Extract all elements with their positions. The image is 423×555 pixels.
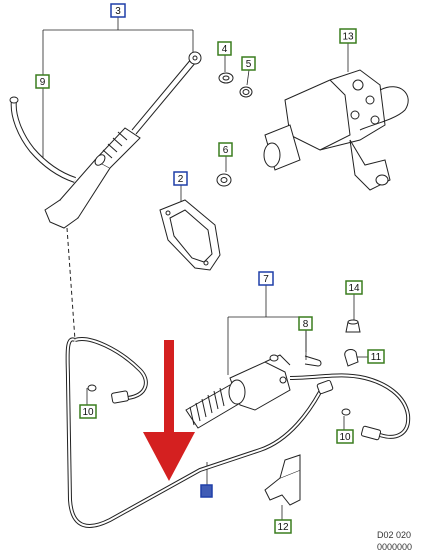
- hose-part-9: [9, 96, 77, 183]
- callout-3: 3: [110, 3, 126, 18]
- callout-10a-text: 10: [82, 407, 94, 418]
- pipe-fittings: [87, 379, 382, 441]
- callout-12: 12: [274, 519, 292, 534]
- clip-part-8: [304, 355, 322, 367]
- callout-7: 7: [258, 271, 274, 286]
- connection-dashed-line: [66, 227, 76, 341]
- callout-2-text: 2: [178, 174, 184, 185]
- callout-14-text: 14: [348, 283, 360, 294]
- callout-8-text: 8: [303, 319, 309, 330]
- callout-13: 13: [339, 28, 357, 44]
- callout-14: 14: [345, 280, 363, 295]
- callout-4: 4: [217, 41, 232, 56]
- red-direction-arrow: [143, 340, 195, 481]
- callout-6: 6: [218, 142, 233, 157]
- callout-10a: 10: [79, 404, 97, 419]
- callout-6-text: 6: [223, 145, 229, 156]
- callout-labels: 3 4 5 9 13 6 2 7 14 8 11 10 10 12: [35, 3, 385, 534]
- slave-cylinder-part-7: [185, 354, 291, 429]
- callout-13-text: 13: [342, 32, 354, 43]
- master-cylinder-part-3: [44, 51, 202, 229]
- callout-10b: 10: [336, 429, 354, 444]
- bleed-valve-part-14: [345, 319, 361, 333]
- callout-11-text: 11: [371, 352, 382, 363]
- master-cylinder-part-13: [263, 69, 409, 191]
- callout-9: 9: [35, 74, 50, 89]
- callout-4-text: 4: [222, 44, 228, 55]
- callout-7-text: 7: [263, 274, 269, 285]
- diagram-code: D02 020: [377, 530, 412, 540]
- washer-part-4: [218, 72, 234, 84]
- leader-lines: [42, 17, 368, 520]
- gasket-part-2: [159, 199, 221, 271]
- bushing-part-6: [216, 173, 232, 187]
- callout-2: 2: [173, 171, 188, 186]
- clip-part-5: [239, 86, 253, 98]
- callout-11: 11: [367, 349, 385, 364]
- callout-5-text: 5: [246, 59, 252, 70]
- callout-10b-text: 10: [339, 432, 351, 443]
- bracket-part-12: [264, 454, 301, 506]
- callout-3-text: 3: [115, 6, 121, 17]
- callout-5: 5: [241, 56, 256, 71]
- callout-8: 8: [298, 316, 313, 331]
- callout-1: [200, 484, 213, 498]
- diagram-number: 0000000: [377, 542, 413, 552]
- clamp-part-11: [344, 348, 359, 367]
- callout-12-text: 12: [277, 522, 289, 533]
- callout-9-text: 9: [40, 77, 46, 88]
- hydraulic-lines: [65, 337, 411, 528]
